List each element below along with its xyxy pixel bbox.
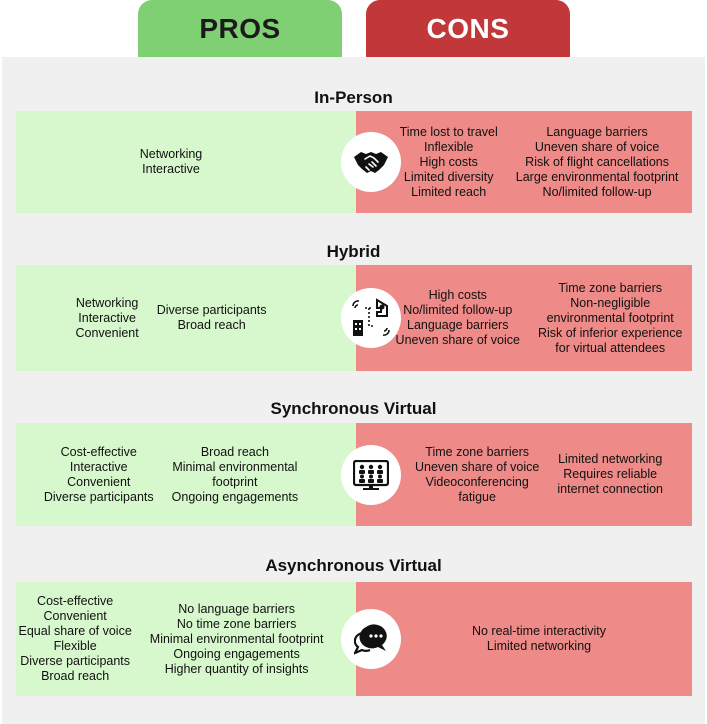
pro-item: Interactive (69, 459, 128, 474)
con-item: Limited reach (411, 184, 487, 199)
con-item: Language barriers (407, 318, 509, 332)
pro-item: Flexible (53, 639, 97, 653)
con-item: Time zone barriers (425, 444, 530, 459)
con-item: Non-negligible (570, 295, 651, 310)
con-item: Time lost to travel (399, 124, 498, 139)
con-item: Large environmental footprint (515, 169, 679, 184)
pro-item: No language barriers (178, 601, 295, 616)
con-item: for virtual attendees (555, 340, 666, 355)
section-title: Synchronous Virtual (270, 399, 437, 418)
con-item: Inflexible (424, 139, 474, 154)
pro-item: Convenient (75, 325, 139, 340)
pro-item: Broad reach (177, 318, 246, 332)
con-item: Requires reliable (563, 467, 658, 481)
con-item: fatigue (458, 489, 496, 504)
pro-item: Diverse participants (156, 303, 267, 317)
pro-item: footprint (212, 474, 258, 489)
con-item: Uneven share of voice (534, 139, 660, 154)
pro-item: Cost-effective (60, 444, 137, 459)
con-item: High costs (419, 154, 478, 169)
pro-item: Broad reach (41, 669, 110, 683)
hybrid-building-devices-icon (351, 298, 391, 338)
con-item: Limited networking (558, 452, 663, 466)
pro-item: Interactive (78, 310, 136, 325)
icon-badge (341, 609, 401, 669)
icon-badge (341, 288, 401, 348)
con-item: Time zone barriers (558, 280, 663, 295)
cons-header-label: CONS (426, 13, 510, 44)
con-item: High costs (428, 288, 487, 302)
icon-badge (341, 132, 401, 192)
pros-header: PROS (138, 0, 342, 58)
con-item: environmental footprint (546, 310, 674, 325)
chat-bubbles-icon (354, 623, 388, 655)
con-item: Uneven share of voice (395, 333, 520, 347)
con-item: Limited diversity (403, 169, 494, 184)
pro-item: Diverse participants (20, 654, 131, 668)
pro-item: Equal share of voice (18, 624, 132, 638)
con-item: Videoconferencing (425, 474, 529, 489)
pro-item: Broad reach (200, 444, 269, 459)
pro-item: Interactive (142, 162, 200, 176)
section-title: Hybrid (326, 242, 381, 261)
pro-item: Ongoing engagements (171, 489, 299, 504)
con-item: No/limited follow-up (403, 303, 513, 317)
con-item: Uneven share of voice (414, 459, 540, 474)
pro-item: Minimal environmental footprint (149, 631, 324, 646)
pro-item: Ongoing engagements (173, 646, 300, 661)
video-conference-icon (353, 459, 389, 490)
handshake-icon (353, 148, 389, 176)
pro-item: Networking (139, 147, 203, 161)
pro-item: Convenient (67, 474, 131, 489)
con-item: Risk of inferior experience (537, 325, 683, 340)
con-item: No/limited follow-up (542, 184, 652, 199)
pro-item: Convenient (43, 609, 107, 623)
icon-badge (341, 444, 401, 505)
cons-header: CONS (366, 0, 570, 58)
pro-item: Networking (75, 295, 139, 310)
con-item: No real-time interactivity (471, 624, 607, 638)
con-item: Limited networking (486, 639, 592, 653)
pro-item: Cost-effective (37, 594, 114, 608)
section-title: In-Person (314, 88, 393, 107)
con-item: Risk of flight cancellations (525, 154, 669, 169)
pro-item: Higher quantity of insights (164, 661, 309, 676)
pro-item: Minimal environmental (172, 459, 298, 474)
con-item: internet connection (557, 482, 664, 496)
pro-item: No time zone barriers (176, 616, 297, 631)
con-item: Language barriers (546, 124, 648, 139)
pros-header-label: PROS (199, 13, 281, 44)
section-title: Asynchronous Virtual (265, 556, 442, 575)
pro-item: Diverse participants (43, 489, 154, 504)
